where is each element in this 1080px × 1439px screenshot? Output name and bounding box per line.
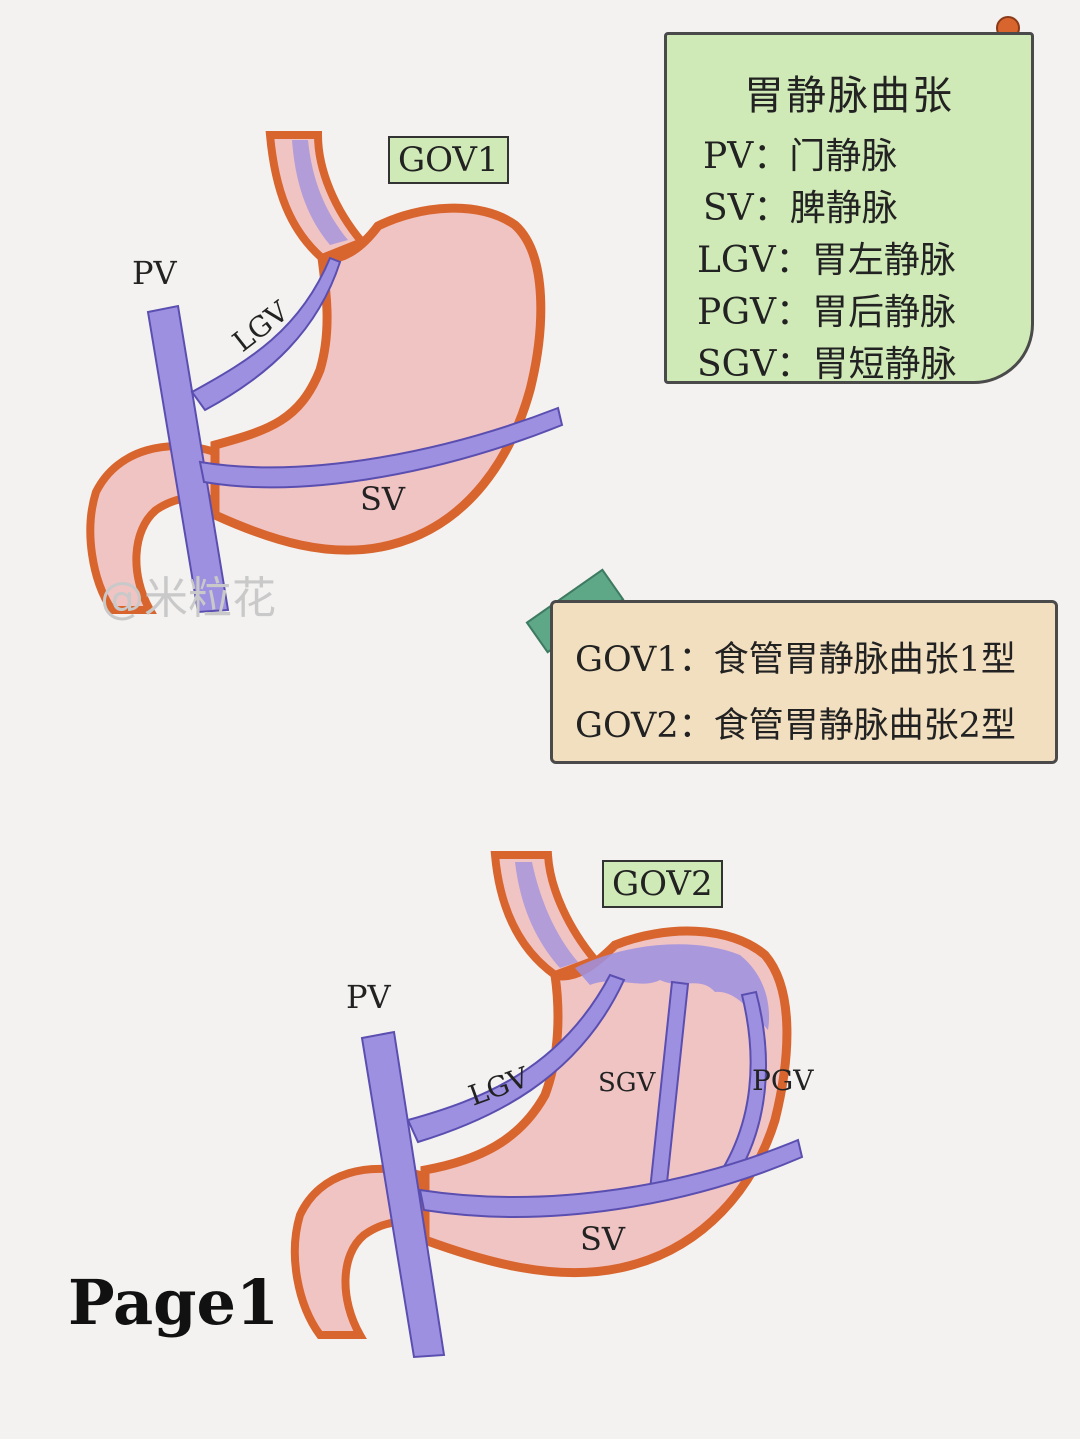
pv-label-2: PV: [346, 978, 391, 1016]
gov1-label: GOV1: [388, 136, 509, 184]
legend-item-pgv: PGV：胃后静脉: [697, 292, 957, 333]
left-gastric-vein-2: [406, 973, 626, 1144]
portal-vein-1: [146, 304, 230, 614]
esophageal-varices-1: [292, 140, 348, 245]
watermark-text: @米粒花: [100, 573, 276, 624]
splenic-vein-1: [198, 406, 564, 489]
esophageal-varices-2: [515, 862, 578, 968]
fundal-varices-2: [575, 944, 770, 1030]
duodenum-2: [290, 1164, 424, 1339]
splenic-vein-2: [418, 1138, 804, 1218]
legend-item-sv: SV：脾静脉: [703, 188, 898, 229]
posterior-gastric-vein-2: [720, 990, 767, 1180]
definitions-note: GOV1：食管胃静脉曲张1型 GOV2：食管胃静脉曲张2型: [550, 600, 1058, 764]
stomach-diagram-gov2: [290, 851, 804, 1359]
gov2-label: GOV2: [602, 860, 723, 908]
stomach-body-1: [210, 203, 546, 555]
legend-item-lgv: LGV：胃左静脉: [697, 240, 956, 281]
pv-label-1: PV: [132, 254, 177, 292]
sgv-label-2: SGV: [598, 1068, 656, 1098]
legend-title: 胃静脉曲张: [744, 73, 954, 119]
sv-label-2: SV: [580, 1220, 626, 1258]
pgv-label-2: PGV: [752, 1064, 814, 1097]
definition-gov1: GOV1：食管胃静脉曲张1型: [575, 640, 1016, 680]
legend-item-pv: PV：门静脉: [703, 136, 898, 177]
left-gastric-vein-1: [190, 256, 342, 412]
definition-gov2: GOV2：食管胃静脉曲张2型: [575, 706, 1016, 746]
page-label: Page1: [68, 1266, 280, 1339]
portal-vein-2: [360, 1030, 446, 1359]
sv-label-1: SV: [360, 480, 406, 518]
legend-note: 胃静脉曲张 PV：门静脉 SV：脾静脉 LGV：胃左静脉 PGV：胃后静脉 SG…: [664, 32, 1034, 385]
legend-item-sgv: SGV：胃短静脉: [697, 344, 957, 385]
stomach-diagram-gov1: [86, 131, 564, 614]
